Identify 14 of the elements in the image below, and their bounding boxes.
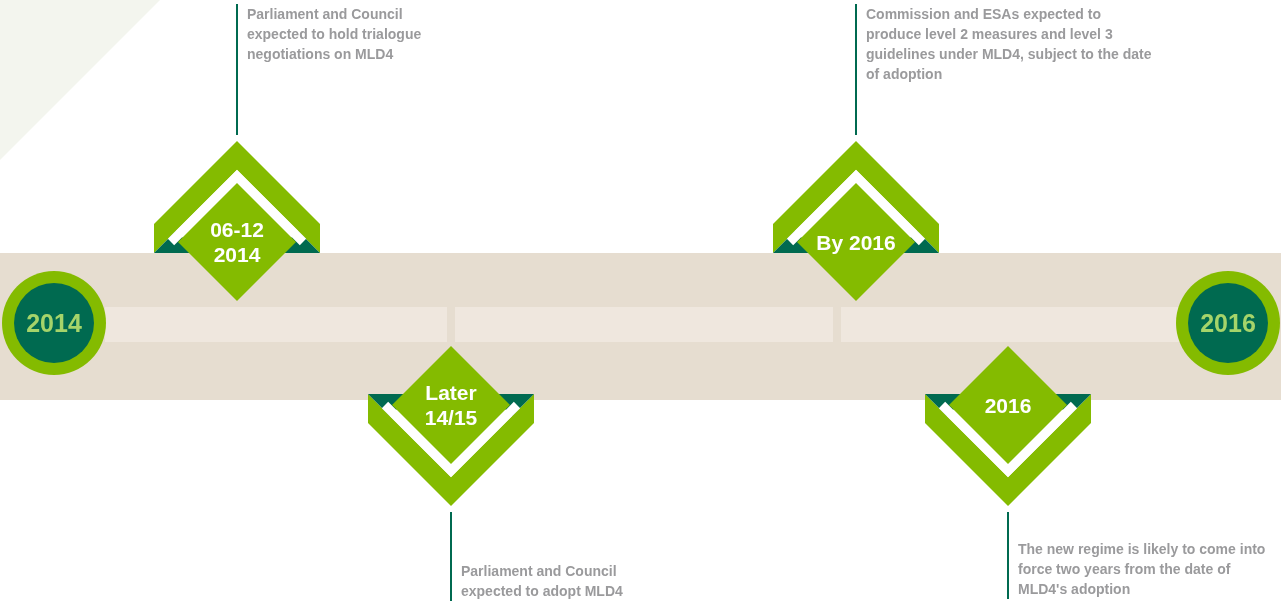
leader-line — [450, 511, 452, 602]
year-label: 2014 — [26, 308, 82, 338]
leader-line — [1007, 511, 1009, 600]
year-label: 2016 — [1200, 308, 1256, 338]
leader-line — [855, 3, 857, 136]
milestone-note: Parliament and Council expected to adopt MLD4 — [461, 562, 624, 601]
milestone-note: Parliament and Council expected to hold trialogue negotiations on MLD4 — [247, 5, 423, 64]
milestone-note: The new regime is likely to come into force two years from the date of MLD4's adoption — [1018, 540, 1267, 599]
leader-line — [236, 3, 238, 136]
date-label: 2016 — [983, 392, 1033, 419]
date-label: 06-12 2014 — [209, 217, 265, 267]
date-label: Later 14/15 — [423, 380, 479, 430]
date-label: By 2016 — [815, 229, 897, 256]
milestone-note: Commission and ESAs expected to produce level 2 measures and level 3 guidelines under MLD4, subject to the date of adoption — [866, 5, 1153, 84]
